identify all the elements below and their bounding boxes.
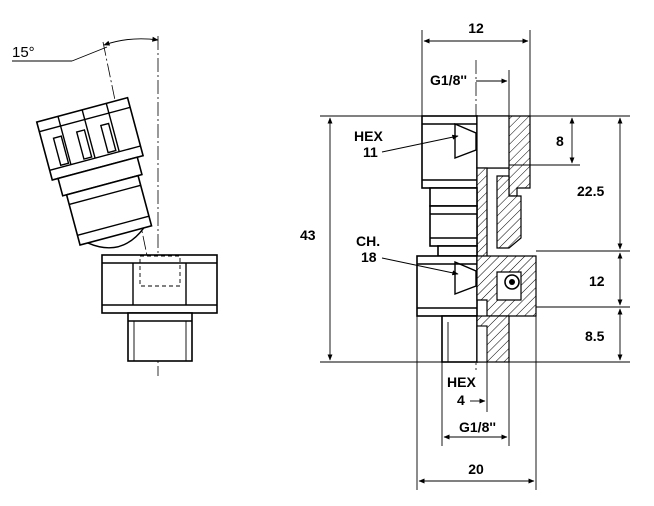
hex-top-leader <box>381 134 459 153</box>
left-view: 15° <box>12 36 218 376</box>
angle-leader <box>71 46 108 62</box>
angle-label: 15° <box>12 44 35 61</box>
lower-bore <box>476 325 488 363</box>
upper-hex-outside <box>421 115 478 189</box>
upper-collar <box>429 187 478 207</box>
hex-top-value: 11 <box>363 144 378 160</box>
lower-hex-flat <box>454 260 477 296</box>
dim-top-thread-label: G1/8'' <box>430 72 467 88</box>
o-ring-core <box>509 279 515 285</box>
hex-bottom-label: HEX <box>447 374 476 390</box>
left-thread-stub <box>127 312 193 362</box>
ch-leader <box>381 257 459 276</box>
ch-value: 18 <box>361 249 377 265</box>
upper-hex-flat <box>454 122 477 160</box>
upper-bore <box>476 115 510 169</box>
tilted-ball <box>87 227 145 249</box>
neck-ring <box>437 245 478 257</box>
stem-wall <box>476 167 488 259</box>
dim-overall-width-label: 20 <box>468 461 484 477</box>
right-view: 12 G1/8'' HEX 11 8 22.5 12 8.5 43 CH <box>300 20 630 490</box>
tilted-assembly <box>35 96 153 249</box>
angle-arc <box>103 36 159 46</box>
dim-height-22-5-label: 22.5 <box>577 183 604 199</box>
ch-label: CH. <box>356 233 380 249</box>
lower-hex-outside <box>416 255 478 317</box>
lower-thread-outside <box>441 315 478 363</box>
tilted-body <box>65 174 153 246</box>
hex-bottom-value: 4 <box>457 392 465 408</box>
neck <box>429 205 478 247</box>
dim-depth-8-label: 8 <box>556 133 564 149</box>
left-base-hex <box>101 254 218 314</box>
dim-height-12-label: 12 <box>589 273 605 289</box>
dim-overall-height-label: 43 <box>300 227 316 243</box>
dim-height-8-5-label: 8.5 <box>585 328 605 344</box>
stem-section <box>496 175 522 249</box>
dim-top-width-label: 12 <box>468 20 484 36</box>
hex-top-label: HEX <box>354 128 383 144</box>
dim-bottom-thread-label: G1/8'' <box>459 419 496 435</box>
